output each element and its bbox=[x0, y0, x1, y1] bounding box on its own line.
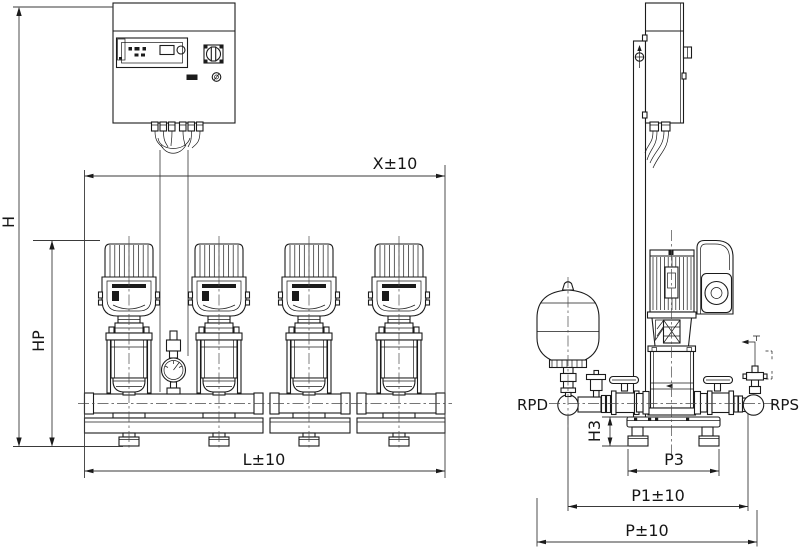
base-frame-front bbox=[83, 412, 446, 447]
pressure-gauge bbox=[160, 330, 187, 395]
discharge-line bbox=[557, 366, 640, 416]
dim-label-p: P±10 bbox=[625, 521, 668, 540]
centerlines-side bbox=[549, 230, 775, 455]
pressure-sensor-unit bbox=[741, 335, 773, 395]
rps-port bbox=[742, 394, 765, 416]
cabinet-cables-front bbox=[150, 121, 204, 392]
control-cabinet-front bbox=[112, 2, 236, 124]
dim-label-x: X±10 bbox=[373, 154, 418, 173]
dim-label-p1: P1±10 bbox=[631, 486, 685, 505]
dim-label-l: L±10 bbox=[243, 450, 286, 469]
mounting-pole bbox=[632, 40, 647, 419]
dim-label-h: H bbox=[0, 216, 18, 228]
dimensions-side: H3 P3 P1±10 P±10 RPD RPS bbox=[517, 396, 799, 547]
frequency-converter bbox=[696, 239, 734, 315]
side-view bbox=[536, 2, 775, 455]
centerlines-front bbox=[78, 236, 452, 450]
main-switch bbox=[203, 44, 224, 64]
dim-label-p3: P3 bbox=[664, 450, 684, 469]
suction-line bbox=[702, 335, 773, 416]
port-label-rps: RPS bbox=[770, 396, 799, 414]
cabinet-display-panel bbox=[128, 44, 186, 57]
base-frame-side bbox=[626, 416, 721, 447]
indicator-lamp bbox=[211, 72, 222, 82]
dimensions-front: H HP X±10 L±10 bbox=[0, 6, 446, 478]
front-view bbox=[78, 2, 452, 450]
port-label-rpd: RPD bbox=[517, 396, 548, 414]
dim-label-h3: H3 bbox=[585, 420, 604, 442]
control-cabinet-side bbox=[641, 2, 693, 124]
dim-label-hp: HP bbox=[29, 330, 48, 352]
fan-grille bbox=[704, 280, 729, 306]
cabinet-cables-side bbox=[644, 121, 671, 169]
